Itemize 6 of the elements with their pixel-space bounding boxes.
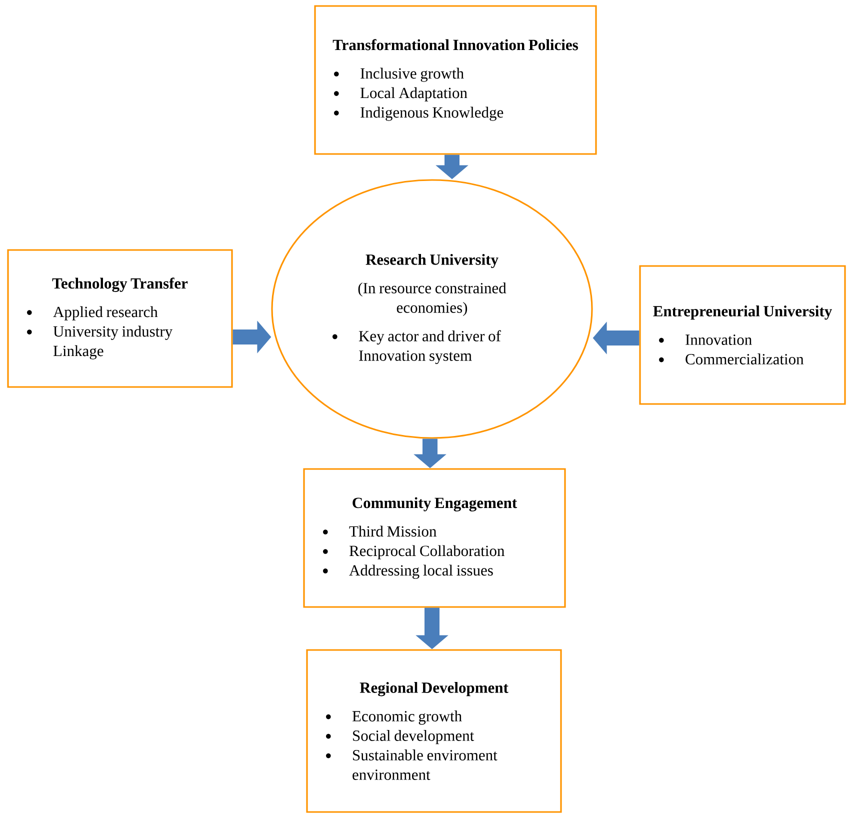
process-box: Regional Development Economic growth Social development Sustainable enviroment environment bbox=[306, 649, 562, 813]
process-box: Community Engagement Third Mission Reciprocal Collaboration Addressing local issues bbox=[303, 468, 566, 608]
process-box: Entrepreneurial University Innovation Commercialization bbox=[639, 265, 846, 405]
process-box: Technology Transfer Applied research University industry Linkage bbox=[7, 249, 233, 388]
ellipse-node: Research University (In resource constrained economies) Key actor and driver of Innovation system bbox=[271, 179, 593, 439]
process-box: Transformational Innovation Policies Inclusive growth Local Adaptation Indigenous Knowledge bbox=[314, 5, 597, 155]
